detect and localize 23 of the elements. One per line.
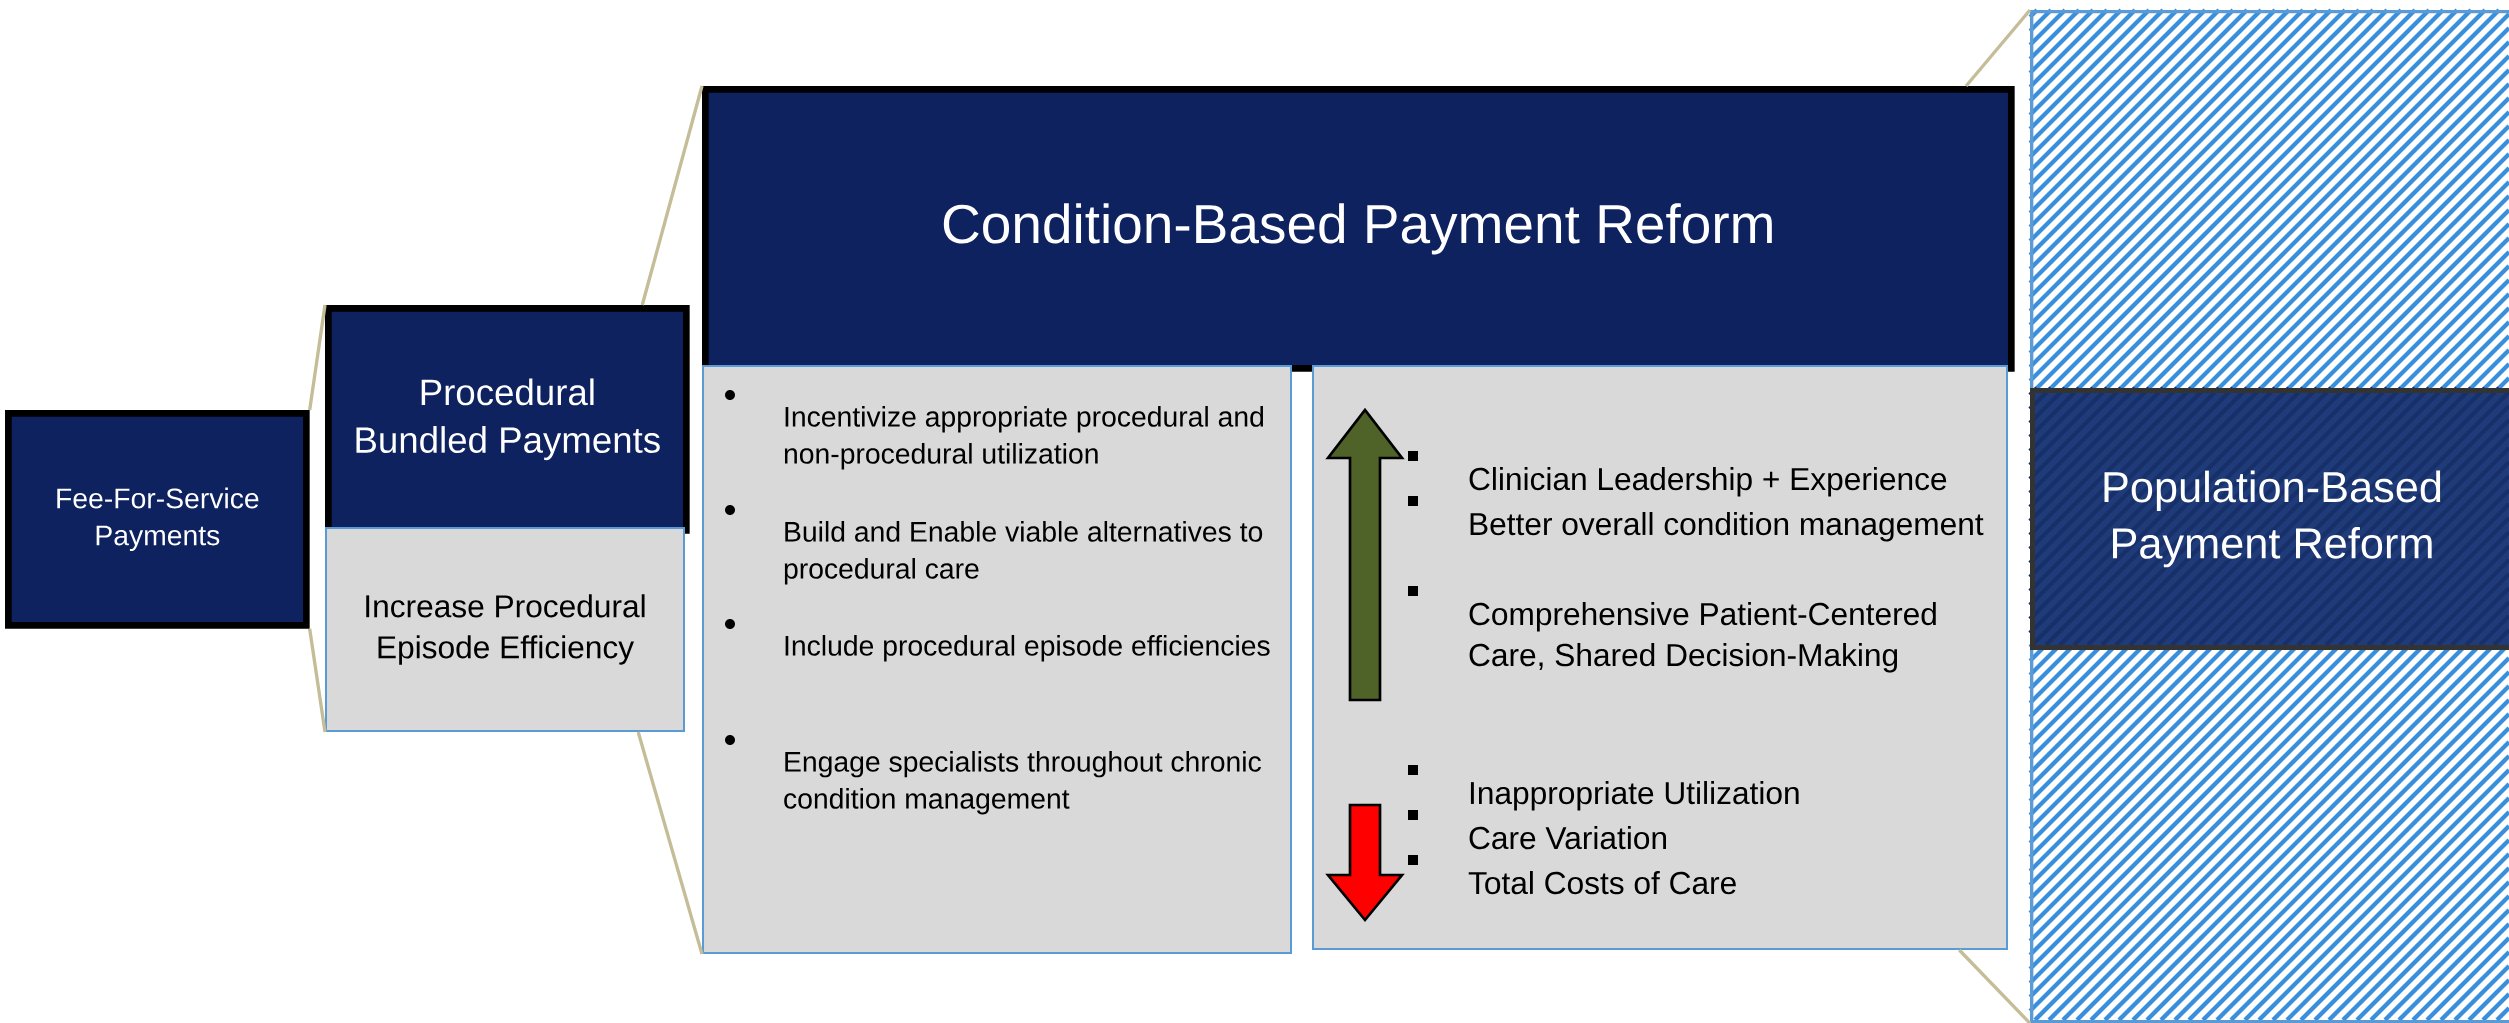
connector-line [1964,8,2032,88]
bullet-item: Care Variation [1469,826,1666,850]
bullet-item: Incentivize appropriate procedural and non-procedural utilization [784,406,1264,470]
title-box: Fee-For-Service Payments [5,410,310,629]
bullet-item: Comprehensive Patient-Centered Care, Shared Decision-Making [1469,602,1936,673]
text-panel: Increase Procedural Episode Efficiency [325,527,685,732]
title-box: Condition-Based Payment Reform [702,86,2015,372]
text-panel [702,365,1292,954]
band-box: Population-Based Payment Reform [2028,386,2509,650]
connector-line [308,304,327,411]
title-box: Procedural Bundled Payments [325,305,690,534]
bullet-item: Clinician Leadership + Experience [1469,467,1947,497]
bullet-item: Better overall condition management [1470,512,1984,542]
bullet-item: Engage specialists throughout chronic condition management [784,750,1261,815]
connector-line [640,85,704,306]
connector-line [308,628,327,733]
connector-line [1958,948,2032,1023]
bullet-item: Include procedural episode efficiencies [785,635,1270,662]
bullet-item: Build and Enable viable alternatives to procedural care [784,521,1263,585]
bullet-item: Inappropriate Utilization [1470,781,1799,811]
connector-line [636,731,704,955]
text-panel [1312,365,2008,950]
bullet-item: Total Costs of Care [1468,871,1736,895]
